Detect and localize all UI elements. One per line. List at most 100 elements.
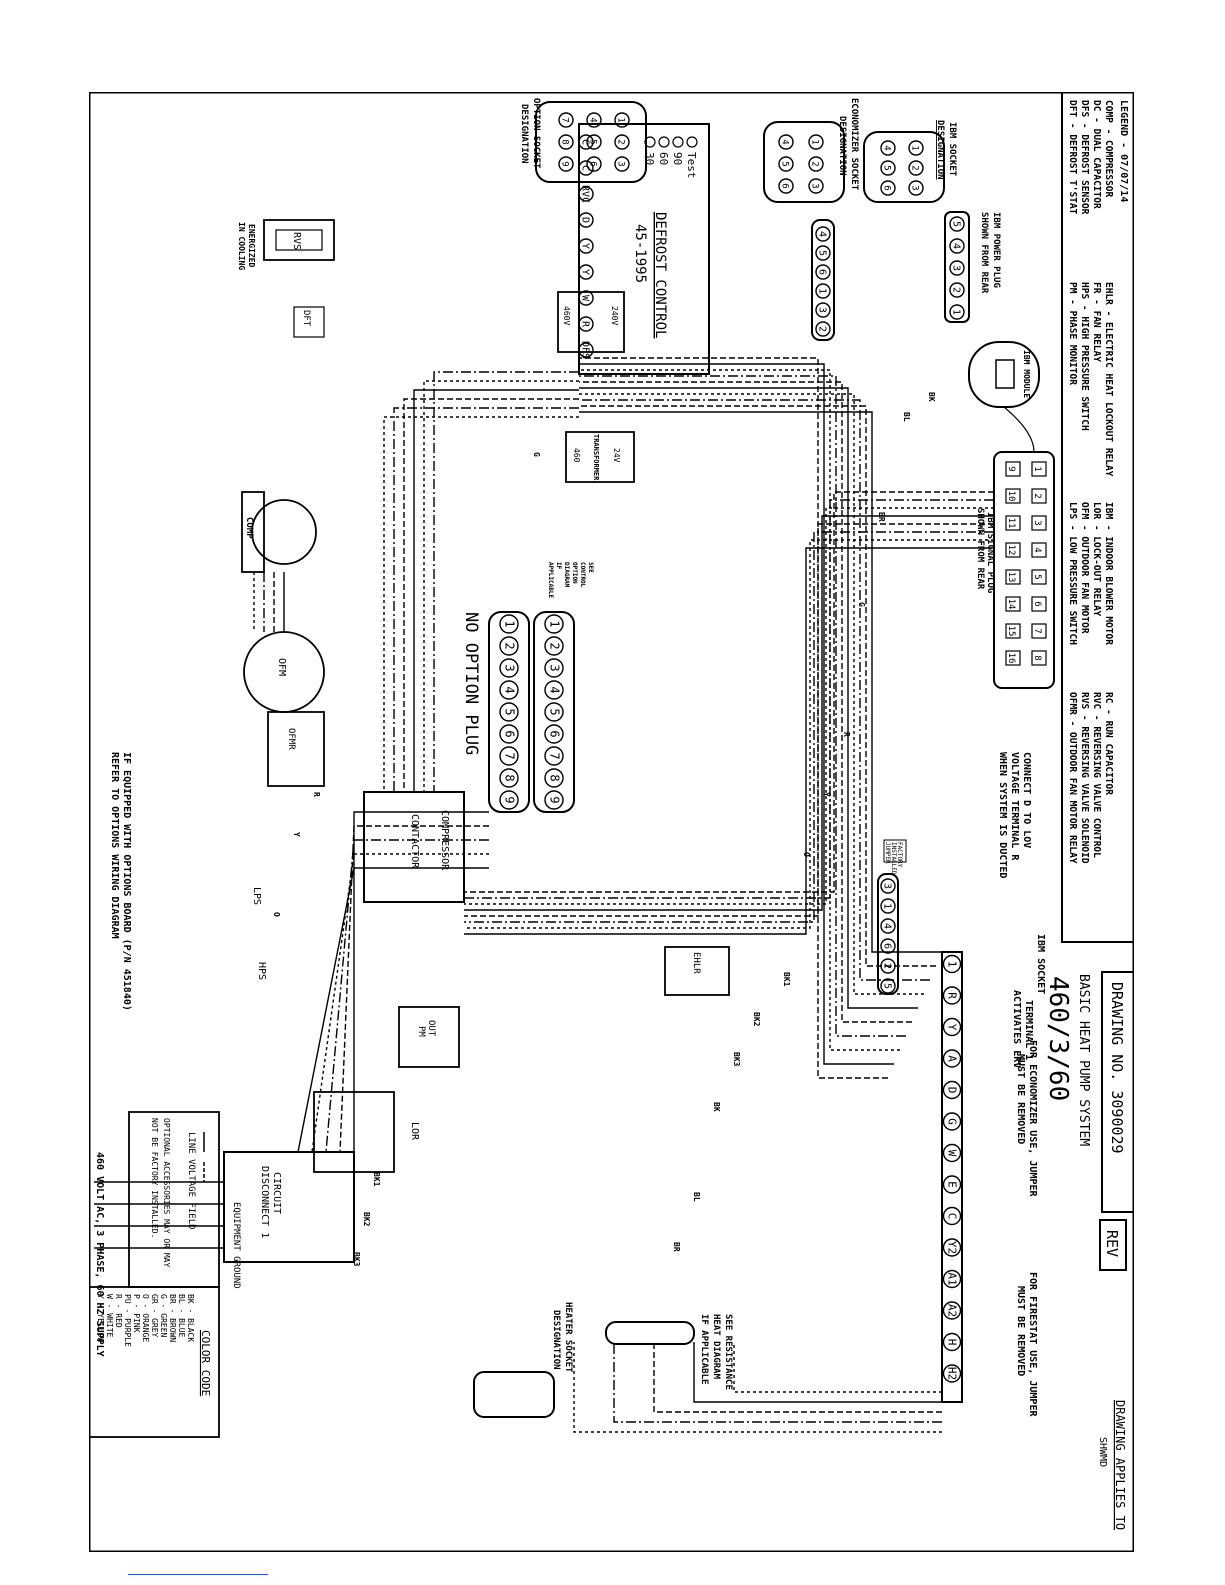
econ-desig-pin-ring [808,178,824,194]
applies-to: DRAWING APPLIES TO [1113,1400,1127,1530]
signal-pin-box [1031,569,1047,585]
terminal-strip-term: W [946,1150,959,1157]
option-plug-pin-ring [544,680,564,700]
svg-text:DESIGNATION: DESIGNATION [837,116,847,176]
wire-color-tag: BL [902,412,911,422]
svg-text:24V: 24V [612,448,621,463]
wire [339,825,489,1153]
legend-entry: FR - FAN RELAY [1091,282,1102,362]
econ-desig-pin-ring [778,156,794,172]
svg-text:HPS: HPS [256,962,267,980]
ibm-desig-pin-ring [908,140,924,156]
terminal-strip-term-ring [942,1332,962,1352]
svg-text:CONTROL: CONTROL [579,562,586,588]
terminal-strip-term: C [946,1213,959,1220]
color-code-entry: BK - BLACK [186,1294,195,1342]
wire-color-tag: G [857,602,866,607]
legend-entry: LPS - LOW PRESSURE SWITCH [1067,502,1078,645]
wire [353,811,489,1152]
factory-jumper: FACTORY INSTALLED JUMPER [883,839,907,875]
color-code-entry: W - WHITE [105,1294,114,1338]
terminal-strip-term: R [946,992,959,999]
option-desig-pin: 3 [616,161,626,166]
econ-plug-pin-ring [815,283,831,299]
terminal-strip-term-ring [942,1364,962,1383]
signal-pin-box [1005,488,1021,504]
svg-text:OPTIONAL ACCESSORIES MAY OR MA: OPTIONAL ACCESSORIES MAY OR MAY [162,1118,171,1267]
option-plug-pin-ring [499,702,519,722]
svg-text:FACTORY: FACTORY [896,842,903,868]
wire-color-tag: BL [692,1192,701,1202]
signal-pin-box [1031,461,1047,477]
connect-d-note: CONNECT D TO LOV [1021,752,1032,848]
power-plug-pin: 5 [951,221,962,227]
option-plug-pin: 8 [548,774,562,781]
svg-text:IBM MODULE: IBM MODULE [1022,350,1031,398]
power-plug-pin-ring [949,216,965,232]
wire-color-tag: BK [712,1102,721,1112]
power-plug-pin: 1 [951,309,962,315]
signal-pin-box [1005,542,1021,558]
defrost-terminal-ring [578,212,594,228]
wire [579,357,888,1079]
terminal-strip-term-ring [942,986,962,1005]
legend-title: LEGEND - 07/07/14 [1118,100,1129,202]
wire-color-tag: BR [672,1242,681,1252]
defrost-terminal: Y [580,243,591,249]
svg-text:OPTION: OPTION [571,562,578,584]
svg-text:PM: PM [416,1026,426,1037]
defrost-terminal: C [580,139,591,145]
wire [579,369,900,1051]
svg-text:TRANSFORMER: TRANSFORMER [592,434,600,481]
wire [579,363,894,1065]
options-board-note: IF EQUIPPED WITH OPTIONS BOARD (P/N 4518… [121,752,132,1011]
terminal-strip-term: Y [946,1024,959,1031]
terminal-strip-term: H [946,1339,959,1346]
option-desig-pin: 9 [560,161,570,166]
wire [423,380,579,792]
signal-pin: 8 [1032,655,1042,660]
terminal-strip-term: A1 [946,1272,959,1285]
econ-plug-pin: 4 [817,231,828,237]
signal-plug-label: SHOWN FROM REAR [975,508,985,590]
wire [464,523,994,917]
circuit-disconnect: CIRCUIT DISCONNECT 1 EQUIPMENT GROUND [223,1151,355,1289]
option-plug-pin-ring [499,614,519,634]
defrost-terminal-ring [578,342,594,358]
color-code-entry: PU - PURPLE [123,1294,132,1347]
terminal-strip-term-ring [942,1175,962,1194]
wire [464,491,994,893]
svg-text:DISCONNECT 1: DISCONNECT 1 [259,1166,270,1238]
legend-entry: EHLR - ELECTRIC HEAT LOCKOUT RELAY [1103,282,1114,477]
econ-desig-pin: 4 [780,139,790,144]
signal-pin: 2 [1032,493,1042,498]
svg-text:OFMR: OFMR [286,728,296,750]
terminal-strip-term-ring [942,1112,962,1131]
svg-text:IF: IF [555,562,562,570]
econ-plug-pin-ring [815,226,831,242]
option-plug-pin: 3 [503,664,517,671]
option-plug-pin: 9 [503,796,517,803]
svg-text:APPLICABLE: APPLICABLE [547,562,554,599]
svg-text:DFT: DFT [301,310,311,327]
option-desig-pin-ring [558,134,574,150]
low-pressure-switch: LPS [251,887,262,905]
defrost-speed: 30 [643,152,656,165]
signal-pin: 15 [1006,626,1016,637]
svg-text:DESIGNATION: DESIGNATION [551,1310,561,1370]
terminal-strip-term-ring [942,1017,962,1037]
terminal-strip-term-ring [942,1206,962,1226]
econ-plug-pin-ring [815,245,831,261]
terminal-strip-term-ring [942,954,962,974]
option-desig-pin-ring [558,112,574,128]
voltage-title: 460/3/60 [1043,976,1073,1101]
power-plug-pin-ring [949,304,965,320]
svg-text:IF APPLICABLE: IF APPLICABLE [699,1314,709,1384]
terminal-strip-term-ring [942,1049,962,1068]
